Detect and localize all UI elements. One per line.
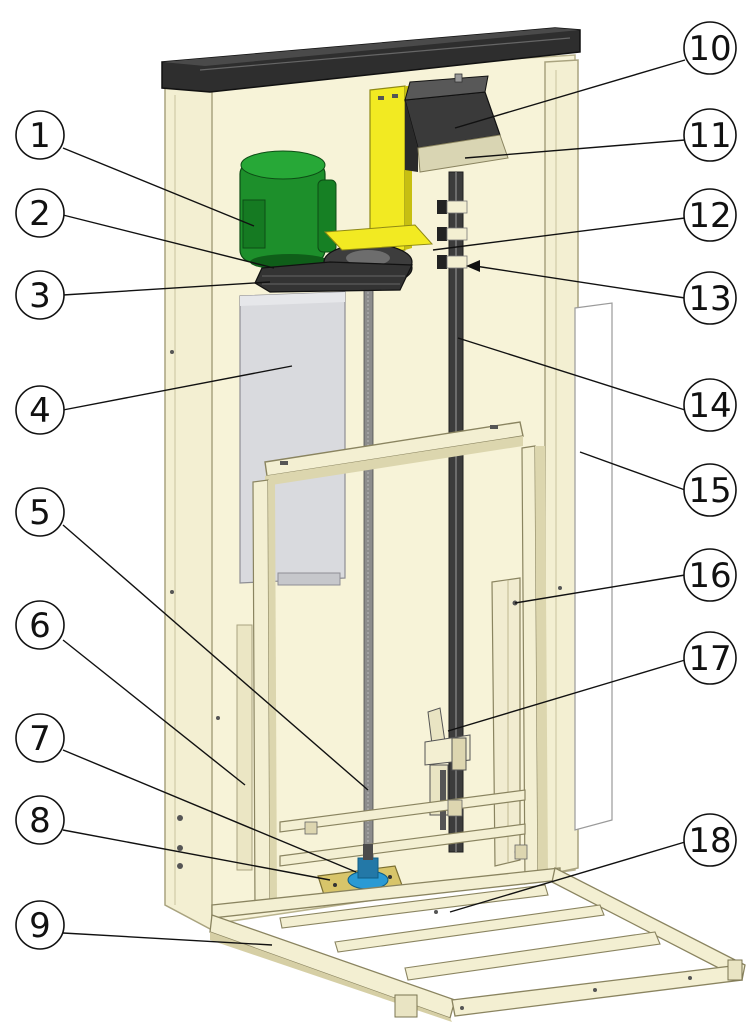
callouts: 1 2 3 4 5 6 7 8 (15, 21, 737, 950)
callout-12: 12 (683, 188, 737, 242)
callout-5: 5 (15, 487, 65, 537)
svg-text:7: 7 (29, 719, 51, 759)
callout-1: 1 (15, 110, 65, 160)
svg-text:18: 18 (688, 821, 731, 861)
callout-2: 2 (15, 188, 65, 238)
right-upright (544, 59, 579, 876)
inner-posts (252, 445, 548, 911)
svg-text:6: 6 (29, 606, 51, 646)
callout-11: 11 (683, 108, 737, 162)
lead-screw (363, 275, 374, 867)
svg-text:17: 17 (688, 639, 731, 679)
lower-crossbars (279, 789, 528, 867)
callout-10: 10 (683, 21, 737, 75)
callout-3: 3 (15, 270, 65, 320)
svg-text:1: 1 (29, 116, 51, 156)
svg-text:13: 13 (688, 279, 731, 319)
svg-text:15: 15 (688, 471, 731, 511)
callout-14: 14 (683, 378, 737, 432)
svg-text:8: 8 (29, 801, 51, 841)
svg-text:10: 10 (688, 29, 731, 69)
svg-text:5: 5 (29, 493, 51, 533)
guide-rail (448, 171, 464, 853)
callout-7: 7 (15, 713, 65, 763)
limit-switches (437, 200, 468, 269)
callout-9: 9 (15, 900, 65, 950)
callout-16: 16 (683, 548, 737, 602)
svg-text:12: 12 (688, 196, 731, 236)
leader-lines (62, 59, 686, 946)
svg-text:9: 9 (29, 906, 51, 946)
callout-4: 4 (15, 385, 65, 435)
svg-text:3: 3 (29, 276, 51, 316)
svg-text:14: 14 (688, 386, 731, 426)
svg-text:2: 2 (29, 194, 51, 234)
carriage-crossbar (264, 421, 524, 486)
callout-18: 18 (683, 813, 737, 867)
motor (239, 150, 337, 270)
gearbox (404, 73, 509, 173)
side-panel (574, 302, 613, 831)
callout-13: 13 (683, 271, 737, 325)
callout-6: 6 (15, 600, 65, 650)
svg-text:11: 11 (688, 116, 731, 156)
callout-8: 8 (15, 795, 65, 845)
callout-15: 15 (683, 463, 737, 517)
right-bracket (491, 577, 521, 867)
callout-17: 17 (683, 631, 737, 685)
base-frame (209, 867, 746, 1022)
svg-text:4: 4 (29, 391, 51, 431)
svg-text:16: 16 (688, 556, 731, 596)
